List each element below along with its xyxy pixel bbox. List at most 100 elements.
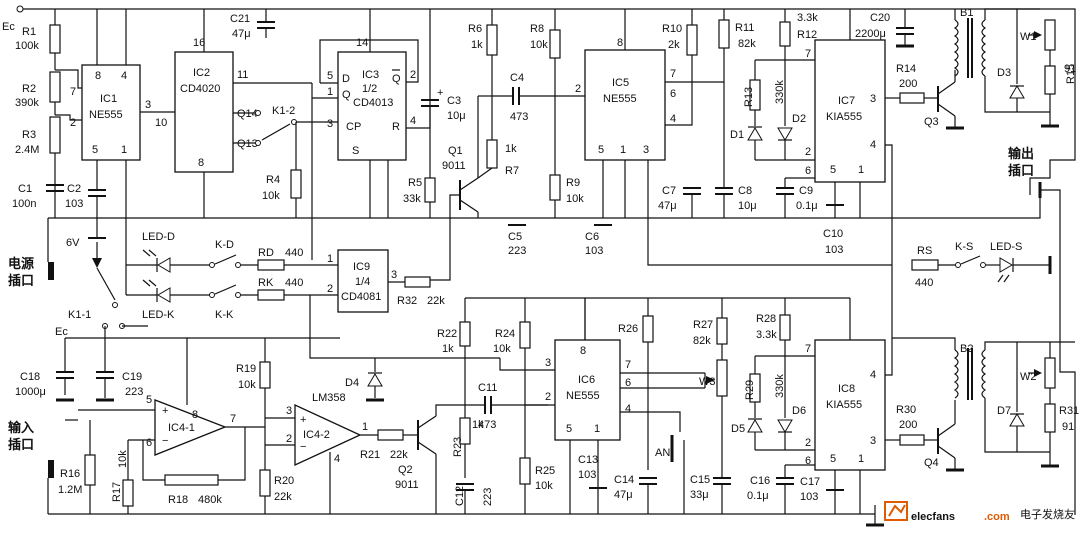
ic4-pin-7: 7 [230, 413, 236, 425]
c9-ref: C9 [799, 185, 813, 197]
c19-ref: C19 [122, 371, 142, 383]
c2-capacitor [88, 189, 106, 218]
c17-ref: C17 [800, 476, 820, 488]
k1-1-label: K1-1 [68, 309, 91, 321]
ic3-qbar: Q [392, 73, 401, 85]
r4-resistor [290, 169, 302, 218]
ic5-pin-7: 7 [670, 68, 676, 80]
r1-resistor [49, 9, 61, 70]
ic2-chip [174, 9, 312, 218]
r2-resistor [49, 71, 61, 115]
r24-resistor [519, 298, 531, 458]
c3-capacitor [421, 99, 439, 178]
r15-val: 91 [1064, 63, 1076, 75]
r13-val: 330k [774, 80, 786, 104]
c3-ref: C3 [447, 95, 461, 107]
r6-ref: R6 [468, 23, 482, 35]
d4-label: D4 [345, 377, 359, 389]
w2-label: W2 [1020, 371, 1037, 383]
ec-label-top: Ec [2, 21, 15, 33]
c20-ref: C20 [870, 12, 890, 24]
rs-resistor [911, 259, 955, 271]
ic9-pin-2: 2 [327, 283, 333, 295]
r18-ref: R18 [168, 494, 188, 506]
c1-capacitor [46, 184, 64, 192]
c4-capacitor [492, 87, 585, 105]
ground-symbol [866, 505, 884, 527]
r15-resistor [1041, 65, 1059, 128]
c1-ref: C1 [18, 183, 32, 195]
ic4-2-minus: − [300, 441, 306, 453]
r31-resistor [1041, 403, 1059, 468]
d2-diode [755, 60, 815, 161]
ic3-r: R [392, 121, 400, 133]
ic1-pin-8: 8 [95, 70, 101, 82]
rd-resistor [257, 259, 338, 271]
r5-ref: R5 [408, 177, 422, 189]
ic5-pin-5: 5 [598, 144, 604, 156]
ic9-part: CD4081 [341, 291, 381, 303]
c10-val: 103 [825, 244, 843, 256]
r30-val: 200 [899, 419, 917, 431]
ic3-pin-3: 3 [327, 118, 333, 130]
c3-val: 10μ [447, 110, 466, 122]
c21-val: 47μ [232, 28, 251, 40]
c17-val: 103 [800, 491, 818, 503]
rk-val: 440 [285, 277, 303, 289]
ic6-part: NE555 [566, 390, 600, 402]
ic4-pin-8: 8 [192, 409, 198, 421]
ic2-pin-16: 16 [193, 37, 205, 49]
ic7-part: KIA555 [826, 111, 862, 123]
ic6-chip [499, 298, 705, 514]
c19-capacitor [96, 338, 114, 402]
ic3-cp: CP [346, 121, 361, 133]
r32-val: 22k [427, 295, 445, 307]
c12-ref: C12 [454, 486, 466, 506]
rk-resistor [257, 289, 338, 301]
r6-resistor [478, 9, 498, 140]
watermark-cn: 电子发烧友 [1020, 507, 1075, 521]
r19-ref: R19 [236, 363, 256, 375]
power-port-label: 电源插口 [8, 256, 34, 289]
ic4-pin-1: 1 [362, 421, 368, 433]
r9-resistor [549, 174, 561, 218]
ic3-pin-4: 4 [410, 115, 416, 127]
ic3-part: CD4013 [353, 97, 393, 109]
c16-val: 0.1μ [747, 490, 769, 502]
d7-diode [1009, 342, 1025, 452]
c11-ref: C11 [478, 382, 497, 394]
ic1-pin-4: 4 [121, 70, 127, 82]
ic4-2-opamp [265, 403, 378, 514]
ic8-pin-2: 2 [805, 437, 811, 449]
ic4-2-label: IC4-2 [303, 429, 330, 441]
c8-capacitor [715, 187, 733, 218]
ic4-1-opamp [78, 399, 265, 481]
ic3-frac: 1/2 [362, 83, 377, 95]
r23-val: 1k [472, 419, 484, 431]
r2-val: 390k [15, 97, 39, 109]
c12-capacitor [456, 483, 474, 514]
an-label: AN [655, 447, 670, 459]
r10-ref: R10 [662, 23, 682, 35]
ic4-pin-3: 3 [286, 405, 292, 417]
ic2-part: CD4020 [180, 83, 220, 95]
r29-ref: R29 [744, 380, 756, 400]
r24-ref: R24 [495, 328, 515, 340]
ic5-part: NE555 [603, 93, 637, 105]
k-s-label: K-S [955, 241, 973, 253]
r12-ref: R12 [797, 29, 817, 41]
k1-1-switch [88, 218, 148, 338]
ic5-pin-6: 6 [670, 88, 676, 100]
c13-ref: C13 [578, 454, 598, 466]
ic8-part: KIA555 [826, 399, 862, 411]
ic9-pin-3: 3 [391, 269, 397, 281]
ic5-pin-4: 4 [670, 113, 676, 125]
ic6-pin-2: 2 [545, 391, 551, 403]
ic5-chip [584, 9, 892, 266]
r10-resistor [686, 24, 698, 56]
v6-label: 6V [66, 237, 80, 249]
w1-pot [1028, 19, 1056, 66]
q2-transistor [417, 404, 465, 514]
r7-val: 1k [505, 143, 517, 155]
k-k-switch [209, 284, 258, 298]
